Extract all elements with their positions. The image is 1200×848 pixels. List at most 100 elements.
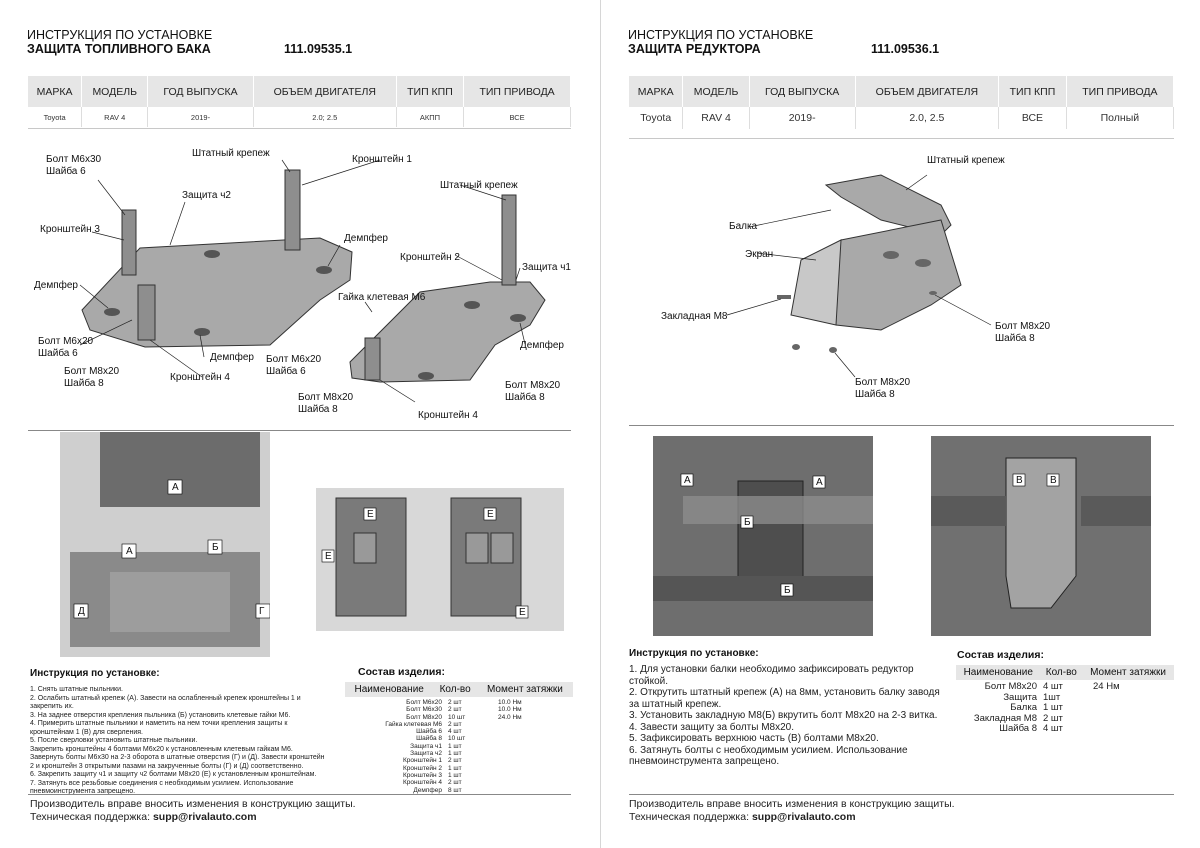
spec-header-make: МАРКА — [28, 76, 83, 107]
right-article-number: 111.09536.1 — [871, 42, 940, 56]
composition-row: Закладная М8 2 шт — [956, 712, 1174, 725]
composition-item-qty: 4 шт — [1043, 723, 1063, 734]
label-bolt-m6x20: Болт М6х20 — [38, 336, 94, 347]
composition-item-name: Кронштейн 3 — [403, 771, 442, 779]
composition-item-name: Балка — [1010, 702, 1037, 713]
composition-item-qty: 2 шт — [1043, 712, 1063, 724]
right-photo-installed: В В — [931, 436, 1151, 636]
label-std-mount-a: Штатный крепеж — [192, 148, 270, 159]
photo-marker-v: В — [1016, 475, 1023, 486]
photo-marker-b: Б — [744, 517, 751, 528]
marker-g-box — [255, 603, 270, 619]
composition-item-name: Закладная М8 — [973, 712, 1037, 724]
left-diagram-divider — [28, 430, 571, 431]
label-insert-m8: Закладная М8 — [661, 311, 728, 322]
bracket-1-shape — [284, 169, 301, 251]
composition-item-torque — [495, 779, 573, 786]
label-washer-8c: Шайба 8 — [505, 391, 545, 403]
composition-header-torque: Момент затяжки — [1082, 665, 1174, 680]
photo-marker-d: Д — [78, 606, 85, 617]
composition-item-qty: 2 шт — [448, 757, 462, 765]
label-washer-6b: Шайба 6 — [38, 347, 78, 359]
composition-item-torque: 24 Нм — [1093, 681, 1120, 692]
bracket-4b-shape — [364, 337, 381, 381]
spec-value-year: 2019- — [749, 107, 856, 129]
left-instruction-sheet: ИНСТРУКЦИЯ ПО УСТАНОВКЕ ЗАЩИТА ТОПЛИВНОГ… — [0, 0, 600, 848]
right-spec-divider — [629, 138, 1174, 139]
composition-item-name: Болт М6х20 — [406, 699, 442, 706]
composition-item-name: Болт М8х20 — [984, 681, 1037, 692]
composition-item-qty: 1шт — [1043, 691, 1061, 703]
right-composition-table: Наименование Кол-во Момент затяжки — [956, 665, 1174, 680]
right-footer-support: Техническая поддержка: supp@rivalauto.co… — [629, 811, 856, 823]
label-bolt-m8x20c: Болт М8х20 — [505, 380, 561, 391]
composition-item-torque — [495, 772, 573, 779]
left-spec-table: МАРКА МОДЕЛЬ ГОД ВЫПУСКА ОБЪЕМ ДВИГАТЕЛЯ… — [28, 76, 571, 127]
composition-item-name: Гайка клетевая М6 — [385, 720, 442, 728]
right-header-line1: ИНСТРУКЦИЯ ПО УСТАНОВКЕ — [628, 28, 814, 42]
composition-item-torque — [495, 735, 573, 742]
fuel-tank-protection-part1 — [349, 281, 546, 383]
composition-item-name: Защита — [1003, 691, 1037, 703]
left-exploded-diagram: Болт М6х30 Шайба 6 Кронштейн 3 Защита ч2… — [34, 148, 571, 421]
instruction-step: 4. Завести защиту за болты М8х20. — [629, 721, 795, 733]
composition-item-name: Кронштейн 2 — [403, 764, 442, 772]
right-instruction-sheet: ИНСТРУКЦИЯ ПО УСТАНОВКЕ ЗАЩИТА РЕДУКТОРА… — [600, 0, 1200, 848]
support-label: Техническая поддержка: — [30, 811, 151, 823]
label-washer-6: Шайба 6 — [46, 165, 86, 177]
spec-header-gearbox: ТИП КПП — [998, 76, 1067, 107]
composition-item-torque — [1090, 714, 1174, 725]
right-footer-divider — [629, 794, 1174, 795]
right-spec-table: МАРКА МОДЕЛЬ ГОД ВЫПУСКА ОБЪЕМ ДВИГАТЕЛЯ… — [629, 76, 1175, 129]
photo-marker-e: Е — [519, 607, 526, 618]
damper-dot — [204, 250, 220, 258]
composition-item-name: Шайба 6 — [416, 728, 442, 736]
support-email[interactable]: supp@rivalauto.com — [152, 811, 257, 823]
damper-dot — [510, 314, 526, 322]
composition-item-qty: 1 шт — [1043, 702, 1063, 713]
right-composition-title: Состав изделия: — [957, 649, 1044, 661]
label-bracket-3: Кронштейн 3 — [40, 224, 100, 235]
right-header-line2: ЗАЩИТА РЕДУКТОРА — [628, 42, 761, 56]
instruction-step: Завернуть болты М6х30 на 2-3 оборота в ш… — [30, 754, 325, 770]
instruction-step: 1. Снять штатные пыльники. — [30, 686, 123, 693]
label-washer-8b: Шайба 8 — [298, 403, 338, 415]
instruction-step: 2. Ослабить штатный крепеж (А). Завести … — [30, 694, 301, 711]
support-email[interactable]: supp@rivalauto.com — [751, 811, 856, 823]
photo-marker-v: В — [1050, 475, 1057, 486]
photo-marker-e: Е — [367, 509, 374, 520]
spec-header-model: МОДЕЛЬ — [682, 76, 750, 107]
label-std-mount-b: Штатный крепеж — [440, 180, 518, 191]
photo-marker-a: А — [684, 475, 691, 486]
left-footer-notice: Производитель вправе вносить изменения в… — [30, 798, 356, 810]
label-bolt-m8x20: Болт М8х20 — [64, 366, 120, 377]
composition-item-name: Шайба 8 — [416, 735, 442, 743]
composition-header-name: Наименование — [345, 682, 434, 697]
composition-item-torque — [495, 750, 573, 757]
damper-dot — [418, 372, 434, 380]
spec-header-drive: ТИП ПРИВОДА — [1066, 76, 1175, 107]
right-footer-notice: Производитель вправе вносить изменения в… — [629, 798, 955, 810]
spec-value-gearbox: АКПП — [396, 107, 465, 127]
damper-dot — [316, 266, 332, 274]
spec-value-model: RAV 4 — [81, 107, 149, 127]
right-diagram-divider — [629, 425, 1174, 426]
composition-item-qty: 2 шт — [448, 720, 462, 728]
left-header-line1: ИНСТРУКЦИЯ ПО УСТАНОВКЕ — [27, 28, 213, 42]
photo-marker-e: Е — [325, 551, 332, 562]
composition-header-torque: Момент затяжки — [476, 682, 573, 697]
composition-item-name: Болт М6х30 — [406, 706, 442, 714]
composition-item-torque — [495, 728, 573, 735]
composition-item-name: Защита ч1 — [410, 742, 442, 750]
left-instructions-list: 1. Снять штатные пыльники. 2. Ослабить ш… — [30, 686, 328, 797]
marker-a-box — [167, 479, 183, 495]
label-damper-d: Демпфер — [520, 339, 564, 351]
composition-item-torque — [1090, 693, 1174, 704]
instruction-step: 3. На заднее отверстия крепления пыльник… — [30, 711, 291, 719]
spec-value-drive: ВСЕ — [463, 107, 571, 127]
beam-shape — [824, 174, 952, 236]
